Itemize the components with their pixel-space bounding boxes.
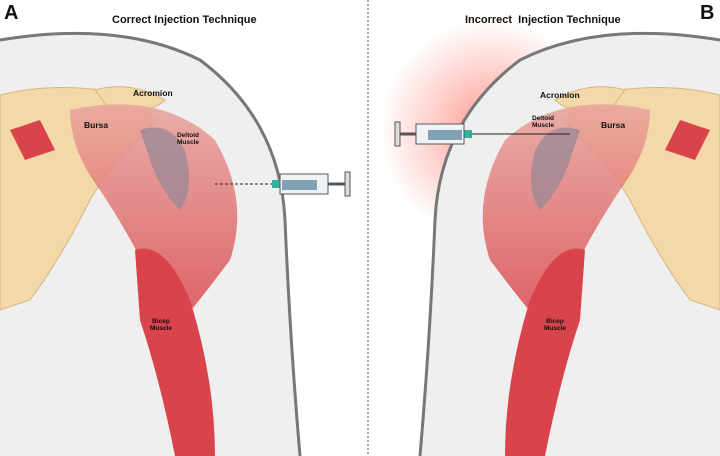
label-acromion-b: Acromion [540,90,580,100]
syringe-correct [215,171,351,197]
syringe-incorrect [394,121,570,147]
label-bicep-b: Bicep Muscle [543,318,567,332]
label-acromion-a: Acromion [133,88,173,98]
label-bursa-b: Bursa [601,120,626,130]
panel-a-art [0,31,351,456]
panel-b-letter: B [700,2,715,24]
label-bursa-a: Bursa [84,120,109,130]
panel-b-title: Incorrect Injection Technique [465,14,621,26]
panel-a-letter: A [4,2,19,24]
label-deltoid-a: Deltoid Muscle [176,132,200,146]
label-bicep-a: Bicep Muscle [149,318,173,332]
panel-b-art [380,20,720,456]
label-deltoid-b: Deltoid Muscle [531,115,555,129]
panel-a-title: Correct Injection Technique [112,14,257,26]
